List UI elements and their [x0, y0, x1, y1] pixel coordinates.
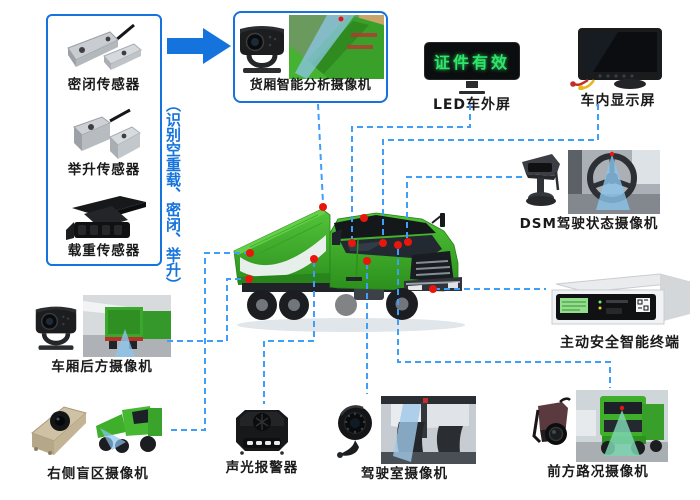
sensor-label: 密闭传感器	[67, 77, 141, 93]
led-screen-text: 证件有效	[433, 53, 510, 72]
terminal-node: 主动安全智能终端	[544, 268, 696, 351]
blindspot-camera-icon	[30, 406, 88, 455]
node-label: 驾驶室摄像机	[361, 466, 448, 482]
mdvr-terminal-icon	[551, 273, 691, 325]
monitor-node: 车内显示屏	[566, 26, 670, 109]
sensor-label: 举升传感器	[67, 162, 141, 179]
node-label: 右侧盲区摄像机	[47, 466, 149, 482]
node-label: 货厢智能分析摄像机	[249, 78, 372, 93]
sensor-label: 载重传感器	[67, 243, 141, 260]
node-label: DSM驾驶状态摄像机	[519, 216, 659, 232]
box-camera-icon	[240, 26, 284, 73]
node-label: LED车外屏	[432, 97, 512, 113]
rear-camera-node: 车厢后方摄像机	[33, 295, 171, 376]
sensor-item-sealed: 密闭传感器	[58, 20, 150, 94]
arrow-right-icon	[167, 28, 231, 64]
cab-interior-photo	[381, 396, 476, 464]
dump-truck-illustration	[233, 208, 465, 332]
led-screen-node: 证件有效 LED车外屏	[420, 42, 524, 113]
truck-front-photo	[576, 390, 668, 462]
node-label: 车内显示屏	[580, 93, 656, 109]
lcd-monitor-icon	[570, 28, 662, 90]
sound-light-alarm-icon	[236, 410, 288, 455]
node-label: 主动安全智能终端	[560, 335, 680, 351]
sensor-note-vertical-text: （识别空重载、密闭、举升）	[164, 97, 182, 292]
cab-camera-node: 驾驶室摄像机	[333, 396, 476, 483]
cargo-bed-photo	[289, 15, 384, 79]
truck-side-photo	[92, 398, 170, 464]
truck-rear-photo	[83, 295, 171, 357]
led-stand-base	[459, 91, 485, 94]
sensor-group-box: 密闭传感器 举升传感器	[46, 14, 162, 266]
front-camera-node: 前方路况摄像机	[528, 390, 668, 481]
led-panel-icon: 证件有效	[424, 42, 520, 80]
steering-wheel-photo	[568, 150, 660, 214]
blind-camera-node: 右侧盲区摄像机	[26, 398, 170, 483]
led-stand	[466, 81, 478, 88]
dashcam-icon	[532, 397, 571, 445]
alarm-node: 声光报警器	[222, 406, 302, 477]
node-label: 车厢后方摄像机	[51, 359, 153, 375]
load-cell-sensor-icon	[66, 196, 146, 241]
magnetic-contact-sensor-icon	[67, 23, 142, 70]
dsm-camera-icon	[522, 154, 560, 206]
magnetic-contact-sensor-icon	[73, 108, 141, 160]
line-cargo-camera	[317, 103, 324, 204]
sensor-item-lift: 举升传感器	[58, 107, 150, 179]
box-camera-icon	[35, 306, 77, 350]
node-label: 声光报警器	[225, 460, 299, 476]
node-label: 前方路况摄像机	[547, 464, 649, 480]
cargo-camera-node: 货厢智能分析摄像机	[233, 11, 388, 103]
dome-camera-icon	[337, 405, 372, 458]
sensor-item-load: 载重传感器	[58, 192, 150, 260]
dsm-node: DSM驾驶状态摄像机	[518, 150, 660, 233]
